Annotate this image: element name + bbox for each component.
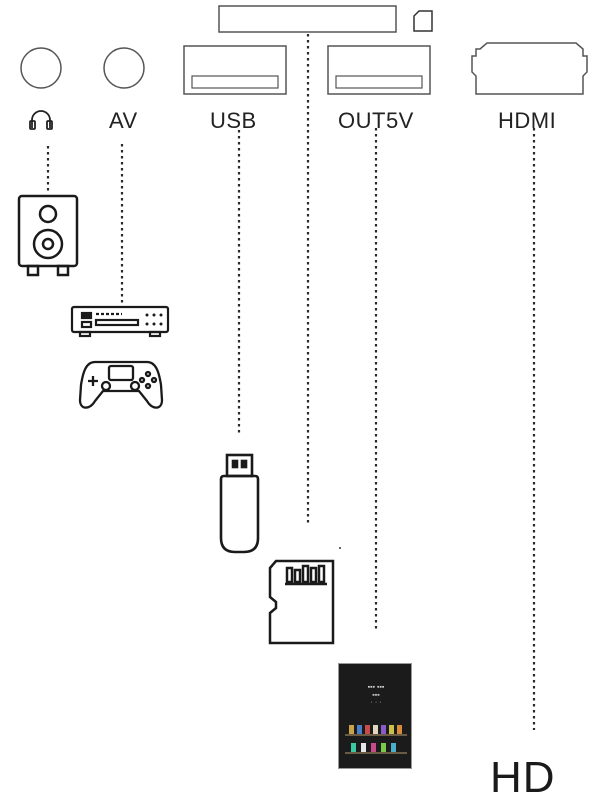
card-slot: [218, 5, 397, 33]
hdmi-label: HDMI: [498, 108, 557, 133]
av-port: [103, 47, 145, 89]
tablet-icon: ▪▪▪ ▪▪▪▪▪▪· · ·: [338, 663, 412, 769]
tablet-book: [391, 743, 396, 752]
speaker-icon: [17, 194, 79, 277]
tablet-book: [397, 725, 402, 734]
usb-flash-drive-icon: [219, 453, 260, 554]
out5v-label: OUT5V: [338, 108, 414, 133]
headphone-icon: [29, 110, 53, 130]
tablet-book: [349, 725, 354, 734]
tablet-shelf: [345, 752, 407, 754]
usb-label: USB: [210, 108, 257, 133]
tablet-book: [381, 743, 386, 752]
tablet-book: [361, 743, 366, 752]
tablet-book: [365, 725, 370, 734]
tablet-book: [381, 725, 386, 734]
tablet-shelf: [345, 734, 407, 736]
sd-card-slot-icon: [413, 10, 433, 32]
hdmi-port: [471, 42, 588, 95]
micro-sd-card-icon: [268, 559, 335, 645]
tablet-book: [373, 725, 378, 734]
av-label: AV: [109, 108, 138, 133]
dvd-player-icon: [70, 305, 170, 338]
out5v-port: [327, 45, 431, 95]
headphone-port: [20, 47, 62, 89]
gamepad-icon: [78, 360, 164, 409]
tablet-book: [351, 743, 356, 752]
stray-dot: [339, 547, 341, 549]
tablet-book: [389, 725, 394, 734]
tablet-screen: ▪▪▪ ▪▪▪▪▪▪· · ·: [367, 684, 385, 707]
usb-port: [183, 45, 287, 95]
hd-display-label: HD: [490, 753, 556, 802]
tablet-book: [371, 743, 376, 752]
tablet-book: [357, 725, 362, 734]
